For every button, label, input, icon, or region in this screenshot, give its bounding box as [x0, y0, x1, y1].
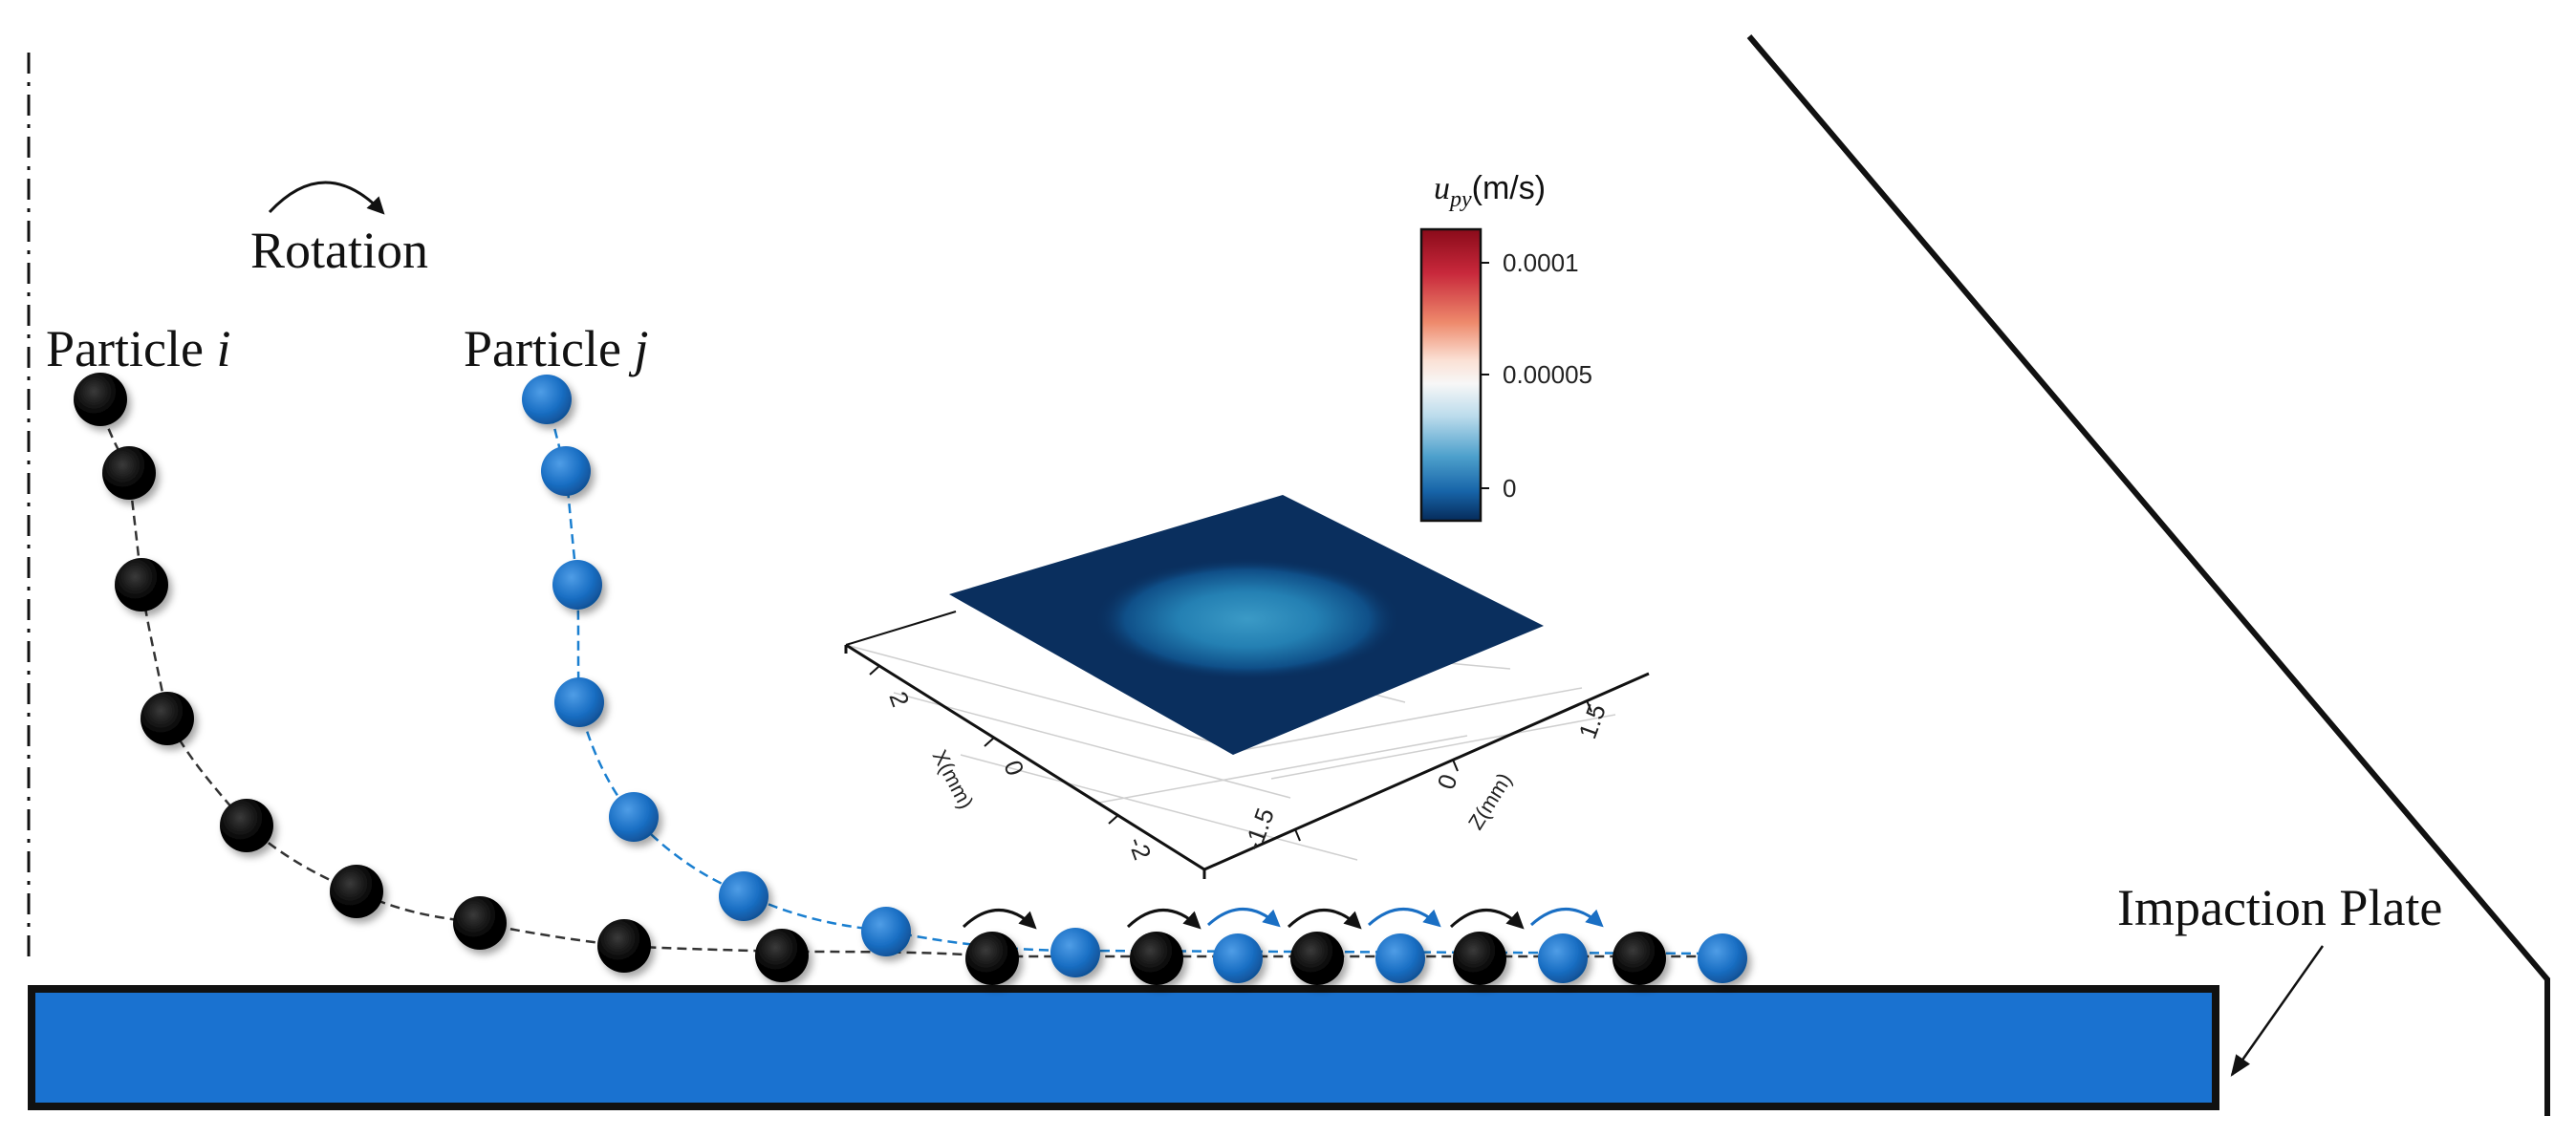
colorbar-gradient	[1419, 227, 1483, 523]
z-axis-title: Z(mm)	[1463, 768, 1517, 833]
curved-arrow-icon	[962, 909, 1037, 930]
particle-i-symbol: i	[216, 320, 230, 377]
surface-plot-axes	[844, 643, 1650, 879]
surface-plot-ticks	[869, 665, 1592, 842]
x-tick-label: 0	[998, 757, 1029, 780]
particle-i-ball	[1613, 932, 1666, 985]
particle-j-ball	[1213, 933, 1263, 983]
colorbar-tick-label: 0.00005	[1503, 360, 1592, 389]
particle-j-ball	[609, 792, 659, 842]
particle-j-ball	[541, 446, 591, 496]
surface-hotspot	[1094, 558, 1400, 680]
particle-j-ball	[522, 375, 572, 424]
rotation-arrow-icon	[268, 181, 385, 215]
particle-i-ball	[1130, 932, 1183, 985]
curved-arrow-icon	[1367, 908, 1441, 928]
impaction-plate-pointer	[2230, 945, 2325, 1077]
surface-plot: 2 0 -2 -1.5 0 1.5 X(mm) Z(mm)	[844, 495, 1650, 879]
colorbar-title: upy(m/s)	[1434, 170, 1546, 212]
colorbar-tick-label: 0	[1503, 474, 1516, 503]
impaction-plate	[28, 985, 2219, 1110]
particle-i-label: Particle i	[46, 320, 230, 377]
particle-j-ball	[719, 871, 768, 921]
particle-j-ball	[1538, 933, 1588, 983]
colorbar-ticks	[1481, 262, 1489, 489]
z-tick-label: -1.5	[1238, 804, 1280, 854]
curved-arrow-icon	[1126, 909, 1201, 930]
colorbar-title-subscript: py	[1448, 187, 1472, 212]
particle-i-chain	[74, 373, 1666, 985]
particle-j-ball	[1698, 933, 1747, 983]
particle-i-ball	[965, 932, 1019, 985]
x-tick-label: -2	[1122, 833, 1157, 864]
particle-i-ball	[453, 896, 507, 950]
particle-i-ball	[74, 373, 127, 426]
curved-arrow-icon	[1449, 909, 1525, 930]
z-tick-label: 1.5	[1572, 700, 1612, 742]
colorbar-title-unit: (m/s)	[1472, 170, 1546, 206]
particle-j-prefix: Particle	[464, 320, 634, 377]
x-tick-label: 2	[883, 688, 915, 711]
curved-arrow-icon	[1206, 908, 1281, 928]
colorbar: upy(m/s) 0.0001 0.00005 0	[1419, 170, 1592, 523]
nozzle-wall	[1746, 34, 2550, 1116]
particle-j-ball	[554, 677, 604, 727]
particle-j-chain	[522, 375, 1747, 983]
particle-i-ball	[220, 799, 273, 852]
rotation-label: Rotation	[250, 222, 428, 279]
particle-i-ball	[597, 919, 651, 973]
z-tick-label: 0	[1431, 770, 1462, 793]
curved-arrow-icon	[1287, 909, 1362, 930]
particle-j-ball	[1375, 933, 1425, 983]
bounce-arrows	[962, 908, 1604, 930]
particle-i-ball	[1290, 932, 1344, 985]
particle-i-ball	[115, 558, 168, 611]
particle-i-ball	[330, 865, 383, 918]
colorbar-title-symbol: u	[1434, 171, 1450, 206]
particle-j-label: Particle j	[464, 320, 648, 377]
particle-j-symbol: j	[628, 320, 648, 377]
surface-plot-back-edge	[845, 611, 957, 646]
particle-i-ball	[1453, 932, 1506, 985]
particle-j-ball	[861, 907, 911, 956]
particle-i-ball	[102, 446, 156, 500]
particle-i-prefix: Particle	[46, 320, 216, 377]
curved-arrow-icon	[1529, 908, 1604, 928]
x-axis-title: X(mm)	[928, 746, 979, 813]
impaction-plate-label: Impaction Plate	[2117, 879, 2442, 936]
particle-i-ball	[141, 692, 194, 745]
colorbar-tick-label: 0.0001	[1503, 248, 1579, 277]
particle-i-ball	[755, 929, 809, 982]
particle-j-ball	[1050, 928, 1100, 977]
particle-j-ball	[552, 560, 602, 610]
